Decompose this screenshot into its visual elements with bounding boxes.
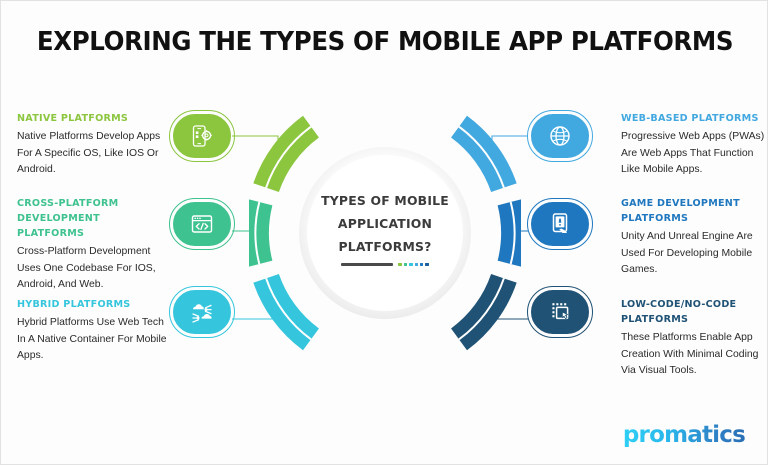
text-block-hybrid-platforms: HYBRID PLATFORMS Hybrid Platforms Use We…	[17, 297, 169, 365]
divider-bar	[341, 263, 394, 267]
icon-pill-low-code[interactable]	[530, 289, 590, 335]
divider-dot	[409, 263, 413, 267]
divider-dot	[403, 263, 408, 267]
divider-dot	[414, 263, 418, 267]
icon-pill-web-based[interactable]	[530, 113, 590, 159]
icon-pill-hybrid-platforms[interactable]	[172, 289, 232, 335]
icon-pill-cross-platform[interactable]	[172, 201, 232, 247]
center-line-3: PLATFORMS?	[338, 239, 432, 254]
divider-dot	[425, 263, 429, 267]
donut-ring	[249, 115, 521, 351]
heading-hybrid-platforms: HYBRID PLATFORMS	[17, 299, 131, 310]
drag-drop-icon	[552, 303, 569, 320]
center-line-2: APPLICATION	[337, 216, 433, 231]
tablet-gaming-icon	[552, 213, 568, 233]
body-native-platforms: Native Platforms Develop Apps For A Spec…	[17, 131, 161, 175]
browser-code-icon	[191, 215, 213, 233]
heading-web-based: WEB-BASED PLATFORMS	[621, 113, 759, 124]
heading-cross-platform: CROSS-PLATFORM DEVELOPMENT PLATFORMS	[17, 198, 119, 239]
heading-native-platforms: NATIVE PLATFORMS	[17, 113, 129, 124]
page-title: EXPLORING THE TYPES OF MOBILE APP PLATFO…	[36, 27, 734, 57]
divider-dot	[398, 263, 402, 267]
promatics-logo: promatics	[622, 422, 746, 448]
body-cross-platform: Cross-Platform Development Uses One Code…	[17, 246, 156, 290]
center-label: TYPES OF MOBILE APPLICATION PLATFORMS?	[297, 189, 473, 258]
body-web-based: Progressive Web Apps (PWAs) Are Web Apps…	[621, 131, 765, 175]
pill-outline-game-dev	[527, 198, 593, 250]
globe-icon	[550, 126, 570, 146]
divider-dot	[419, 263, 424, 267]
center-line-1: TYPES OF MOBILE	[321, 193, 449, 208]
pill-outline-low-code	[527, 286, 593, 338]
body-low-code: These Platforms Enable App Creation With…	[621, 332, 759, 376]
text-block-cross-platform: CROSS-PLATFORM DEVELOPMENT PLATFORMS Cro…	[17, 196, 169, 294]
icon-pill-native-platforms[interactable]	[172, 113, 232, 159]
pill-outline-hybrid	[169, 286, 235, 338]
center-divider	[297, 263, 473, 267]
pill-outline-native	[169, 110, 235, 162]
text-block-native-platforms: NATIVE PLATFORMS Native Platforms Develo…	[17, 111, 169, 179]
body-game-development: Unity And Unreal Engine Are Used For Dev…	[621, 231, 753, 275]
heading-low-code: LOW-CODE/NO-CODE PLATFORMS	[621, 299, 737, 325]
pill-outline-cross-platform	[169, 198, 235, 250]
text-block-game-development: GAME DEVELOPMENT PLATFORMS Unity And Unr…	[621, 196, 768, 279]
cloud-network-icon	[192, 304, 212, 323]
text-block-web-based: WEB-BASED PLATFORMS Progressive Web Apps…	[621, 111, 768, 179]
icon-pill-game-development[interactable]	[530, 201, 590, 247]
body-hybrid-platforms: Hybrid Platforms Use Web Tech In A Nativ…	[17, 317, 167, 361]
mobile-gear-icon	[192, 125, 212, 147]
pill-outline-web-based	[527, 110, 593, 162]
heading-game-development: GAME DEVELOPMENT PLATFORMS	[621, 198, 740, 224]
text-block-low-code: LOW-CODE/NO-CODE PLATFORMS These Platfor…	[621, 297, 768, 380]
